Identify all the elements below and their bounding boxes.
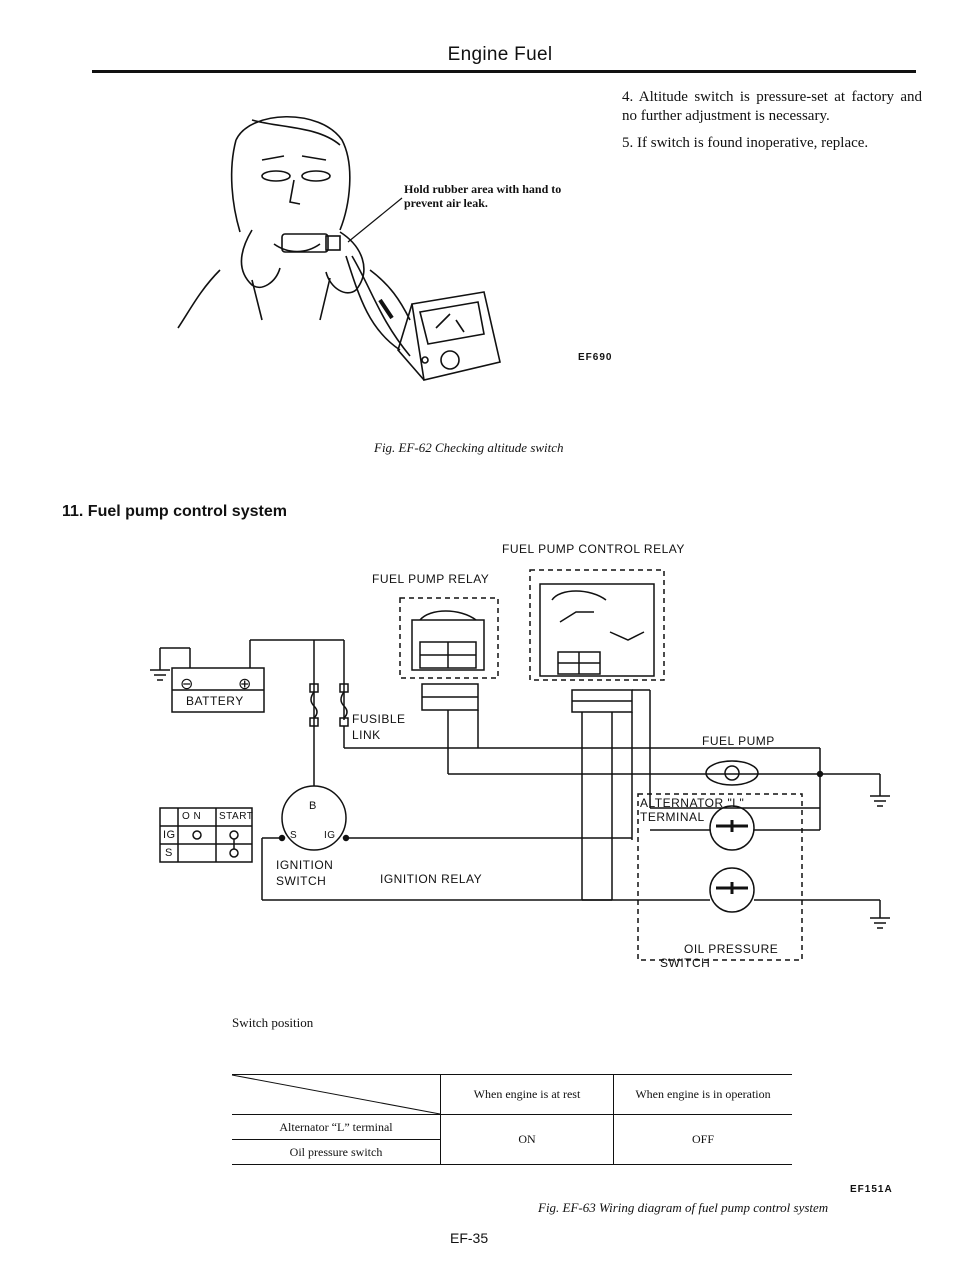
label-oil-pressure: OIL PRESSURE	[684, 942, 779, 956]
column-header-operation: When engine is in operation	[613, 1074, 792, 1115]
battery-minus-symbol: ⊖	[180, 676, 194, 693]
table-corner	[232, 1074, 441, 1115]
page-number: EF-35	[450, 1230, 489, 1246]
label-fuel-pump: FUEL PUMP	[702, 734, 775, 748]
row-oil-pressure-switch: Oil pressure switch	[232, 1139, 441, 1165]
column-header-rest: When engine is at rest	[440, 1074, 614, 1115]
label-b-terminal: B	[309, 800, 317, 812]
notes-block: 4. Altitude switch is pressure-set at fa…	[622, 88, 922, 161]
value-rest: ON	[440, 1114, 614, 1165]
label-s-terminal: S	[290, 830, 298, 841]
label-ignition-relay: IGNITION RELAY	[380, 872, 483, 886]
label-ignition: IGNITION	[276, 858, 334, 872]
figure1-callout: Hold rubber area with hand to prevent ai…	[404, 182, 562, 210]
value-operation: OFF	[613, 1114, 792, 1165]
battery-plus-symbol: ⊕	[238, 676, 252, 693]
switch-position-table: When engine is at rest When engine is in…	[232, 1074, 792, 1165]
label-fuel-pump-control-relay: FUEL PUMP CONTROL RELAY	[502, 542, 685, 556]
switch-position-title: Switch position	[232, 1015, 314, 1030]
switch-row-ig: IG	[163, 829, 176, 841]
switch-row-s: S	[165, 847, 173, 859]
label-terminal: TERMINAL	[640, 810, 705, 824]
switch-header-on: O N	[182, 811, 202, 822]
header-rule	[92, 70, 916, 73]
figure1-caption: Fig. EF-62 Checking altitude switch	[374, 440, 564, 455]
label-ig-terminal: IG	[324, 830, 336, 841]
row-alternator-l: Alternator “L” terminal	[232, 1114, 441, 1140]
label-battery: BATTERY	[186, 694, 244, 708]
label-fuel-pump-relay: FUEL PUMP RELAY	[372, 572, 490, 586]
section-title: 11. Fuel pump control system	[62, 503, 287, 520]
label-switch: SWITCH	[276, 874, 327, 888]
switch-header-start: START	[219, 811, 254, 822]
label-link: LINK	[352, 728, 381, 742]
label-oil-pressure-switch: SWITCH	[660, 956, 711, 970]
page-header-title: Engine Fuel	[447, 44, 553, 65]
figure2-caption: Fig. EF-63 Wiring diagram of fuel pump c…	[538, 1200, 829, 1215]
label-fusible: FUSIBLE	[352, 712, 406, 726]
label-alternator-l: ALTERNATOR "L"	[640, 796, 745, 810]
figure2-code: EF151A	[850, 1184, 893, 1195]
note-5: 5. If switch is found inoperative, repla…	[622, 135, 869, 151]
figure1-code: EF690	[578, 352, 613, 363]
note-4: 4. Altitude switch is pressure-set at fa…	[622, 89, 922, 124]
